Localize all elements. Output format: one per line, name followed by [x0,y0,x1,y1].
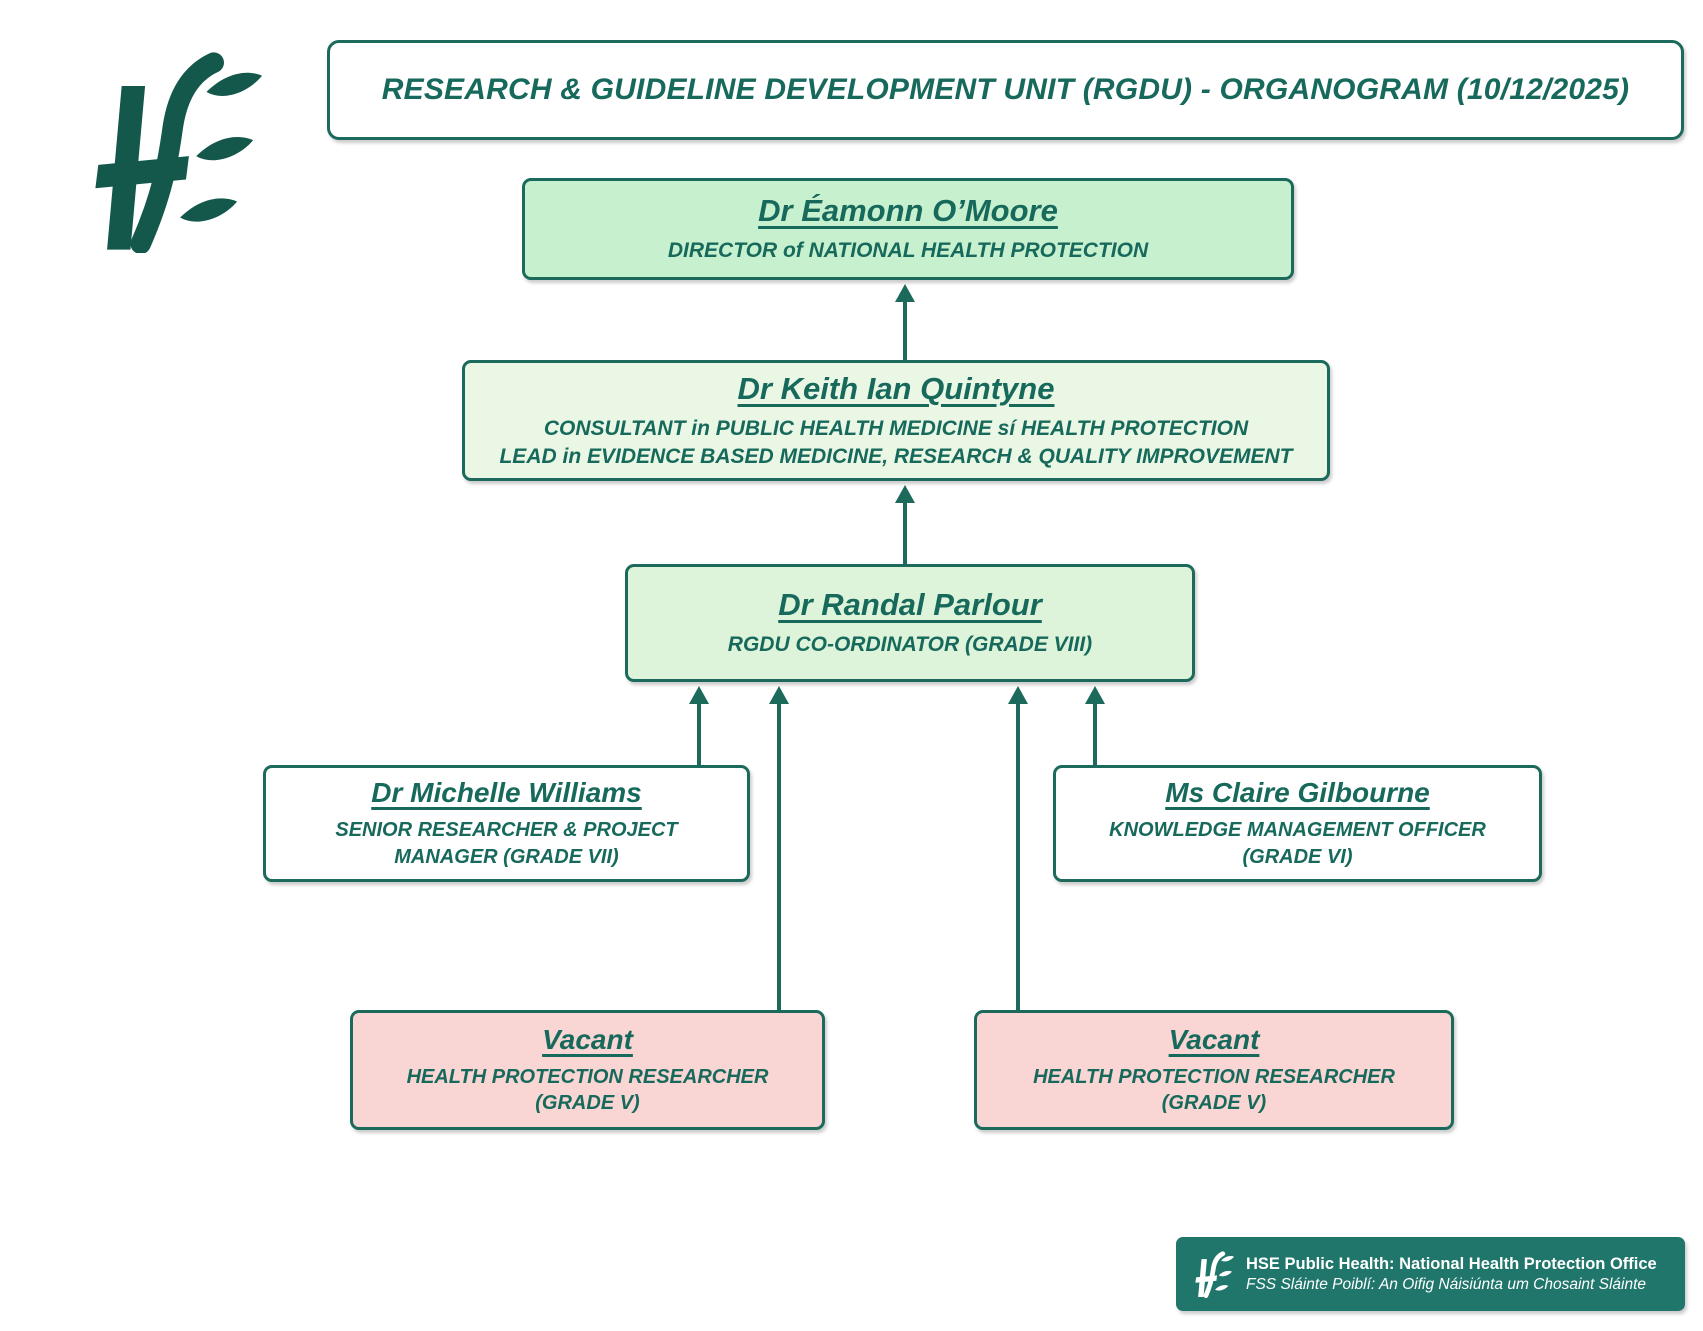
connector-arrow-up [1008,686,1028,1010]
person-name: Dr Randal Parlour [778,587,1042,623]
hse-logo-icon [72,48,262,255]
person-name: Dr Keith Ian Quintyne [737,370,1055,406]
hse-logo-icon-white [1195,1251,1234,1298]
person-role-line1: CONSULTANT in PUBLIC HEALTH MEDICINE sí … [543,416,1249,440]
connector-arrow-up [895,485,915,564]
connector-arrow-up [689,686,709,765]
footer-subtitle: FSS Sláinte Poiblí: An Oifig Náisiúnta u… [1246,1275,1647,1293]
node-coordinator: Dr Randal Parlour RGDU CO-ORDINATOR (GRA… [625,564,1195,682]
footer-text: HSE Public Health: National Health Prote… [1246,1255,1657,1294]
node-knowledge-officer: Ms Claire Gilbourne KNOWLEDGE MANAGEMENT… [1053,765,1542,882]
vacancy-role-line2: (GRADE V) [1161,1092,1267,1114]
node-vacant-right: Vacant HEALTH PROTECTION RESEARCHER (GRA… [974,1010,1454,1130]
vacancy-label: Vacant [542,1023,633,1055]
person-role: DIRECTOR of NATIONAL HEALTH PROTECTION [667,239,1149,263]
person-role-line2: LEAD in EVIDENCE BASED MEDICINE, RESEARC… [499,444,1293,468]
footer-banner: HSE Public Health: National Health Prote… [1176,1237,1685,1311]
node-senior-researcher: Dr Michelle Williams SENIOR RESEARCHER &… [263,765,750,882]
vacancy-label: Vacant [1168,1023,1260,1055]
node-director: Dr Éamonn O’Moore DIRECTOR of NATIONAL H… [522,178,1294,280]
person-role-line1: KNOWLEDGE MANAGEMENT OFFICER [1109,819,1486,842]
node-consultant: Dr Keith Ian Quintyne CONSULTANT in PUBL… [462,360,1330,481]
person-name: Dr Éamonn O’Moore [758,193,1058,229]
person-role: RGDU CO-ORDINATOR (GRADE VIII) [727,633,1093,657]
person-role-line2: MANAGER (GRADE VII) [394,845,619,868]
vacancy-role-line1: HEALTH PROTECTION RESEARCHER [1033,1065,1395,1088]
person-role-line1: SENIOR RESEARCHER & PROJECT [335,819,678,842]
vacancy-role-line1: HEALTH PROTECTION RESEARCHER [406,1065,769,1088]
connector-arrow-up [895,284,915,360]
connector-arrow-up [1085,686,1105,765]
vacancy-role-line2: (GRADE V) [535,1092,640,1114]
person-name: Ms Claire Gilbourne [1165,777,1430,809]
connector-arrow-up [769,686,789,1010]
person-role-line2: (GRADE VI) [1242,845,1353,868]
title-box: RESEARCH & GUIDELINE DEVELOPMENT UNIT (R… [327,40,1684,140]
footer-title: HSE Public Health: National Health Prote… [1246,1254,1657,1273]
person-name: Dr Michelle Williams [371,777,642,809]
node-vacant-left: Vacant HEALTH PROTECTION RESEARCHER (GRA… [350,1010,825,1130]
page-title: RESEARCH & GUIDELINE DEVELOPMENT UNIT (R… [381,73,1630,106]
